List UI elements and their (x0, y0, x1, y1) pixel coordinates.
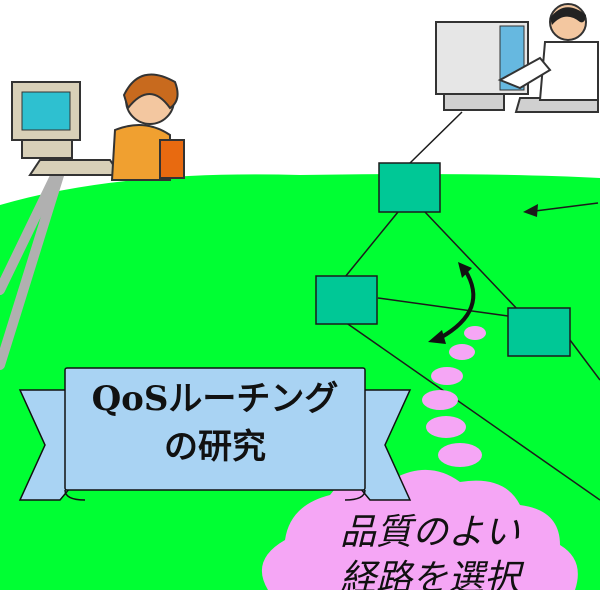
cable-lines (0, 165, 65, 370)
network-links (344, 111, 600, 501)
route-dots (422, 326, 486, 467)
cloud-line-2: 経路を選択 (339, 558, 520, 590)
banner-line-1: QoSルーチング (91, 379, 339, 419)
cloud-line-1: 品質のよい (339, 512, 520, 553)
router-node-right (507, 307, 571, 357)
banner-title: QoSルーチング の研究 (70, 375, 360, 471)
quality-route-cloud (261, 469, 578, 590)
cloud-caption: 品質のよい 経路を選択 (300, 510, 560, 590)
research-banner (18, 367, 412, 501)
incoming-arrow (523, 202, 599, 217)
router-node-top (378, 162, 441, 213)
router-node-left (315, 275, 378, 325)
banner-line-2: の研究 (164, 427, 266, 467)
person-at-workstation-icon (435, 3, 599, 113)
user-at-computer-icon (11, 73, 185, 181)
route-switch-arrow (439, 268, 476, 340)
router-nodes (315, 162, 571, 357)
route-switch-arrowhead-top (458, 262, 472, 278)
route-switch-arrowhead-bottom (428, 330, 446, 344)
